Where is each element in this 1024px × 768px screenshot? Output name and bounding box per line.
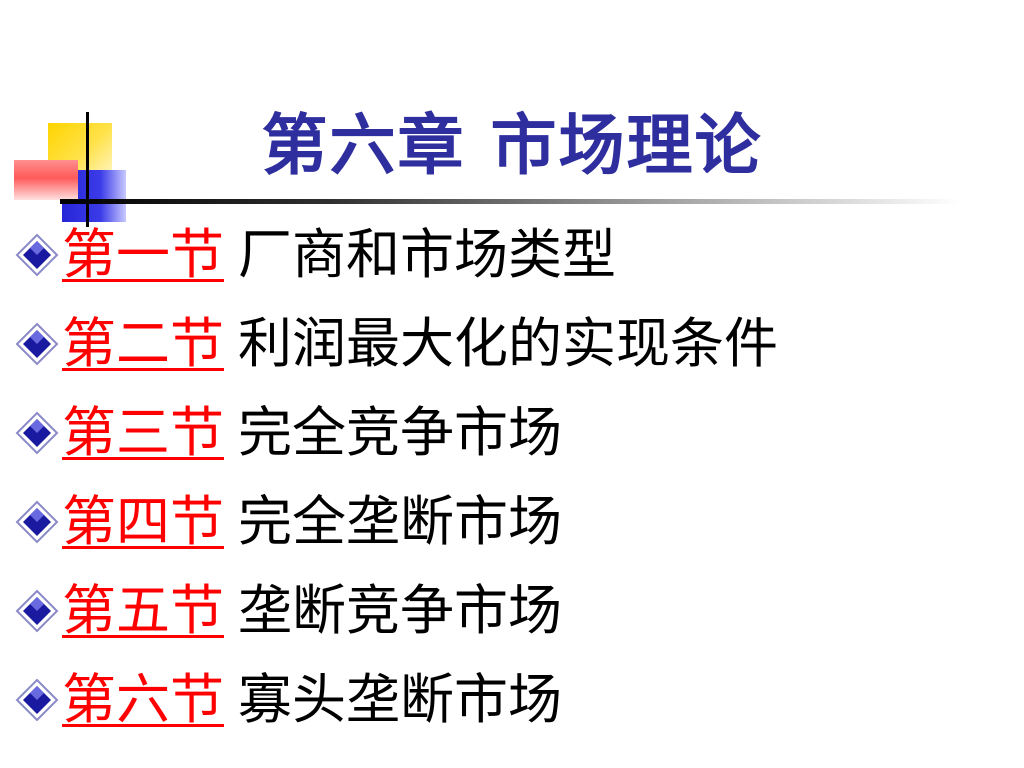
- list-item: 第六节 寡头垄断市场: [14, 655, 1014, 744]
- list-item: 第三节 完全竞争市场: [14, 388, 1014, 477]
- section-link-5[interactable]: 第五节: [62, 578, 224, 642]
- vertical-line: [86, 112, 89, 227]
- section-link-4[interactable]: 第四节: [62, 489, 224, 553]
- list-item: 第二节 利润最大化的实现条件: [14, 299, 1014, 388]
- list-item: 第五节 垄断竞争市场: [14, 566, 1014, 655]
- diamond-bullet-icon: [15, 678, 59, 721]
- corner-squares-logo: [0, 0, 160, 240]
- section-title-5: 垄断竞争市场: [238, 578, 562, 642]
- section-title-4: 完全垄断市场: [238, 489, 562, 553]
- diamond-bullet-icon: [15, 500, 59, 543]
- section-title-6: 寡头垄断市场: [238, 667, 562, 731]
- diamond-bullet-icon: [15, 233, 59, 276]
- red-square: [14, 160, 78, 200]
- list-item: 第四节 完全垄断市场: [14, 477, 1014, 566]
- list-item: 第一节 厂商和市场类型: [14, 210, 1014, 299]
- section-link-2[interactable]: 第二节: [62, 311, 224, 375]
- title-divider: [60, 199, 960, 204]
- section-title-2: 利润最大化的实现条件: [238, 311, 778, 375]
- section-title-3: 完全竞争市场: [238, 400, 562, 464]
- section-link-6[interactable]: 第六节: [62, 667, 224, 731]
- section-link-1[interactable]: 第一节: [62, 222, 224, 286]
- section-list: 第一节 厂商和市场类型 第二节 利润最大化的实现条件 第三节 完全竞争市场: [14, 210, 1014, 744]
- section-title-1: 厂商和市场类型: [238, 222, 616, 286]
- diamond-bullet-icon: [15, 322, 59, 365]
- slide-title: 第六章 市场理论: [261, 107, 763, 184]
- diamond-bullet-icon: [15, 411, 59, 454]
- section-link-3[interactable]: 第三节: [62, 400, 224, 464]
- diamond-bullet-icon: [15, 589, 59, 632]
